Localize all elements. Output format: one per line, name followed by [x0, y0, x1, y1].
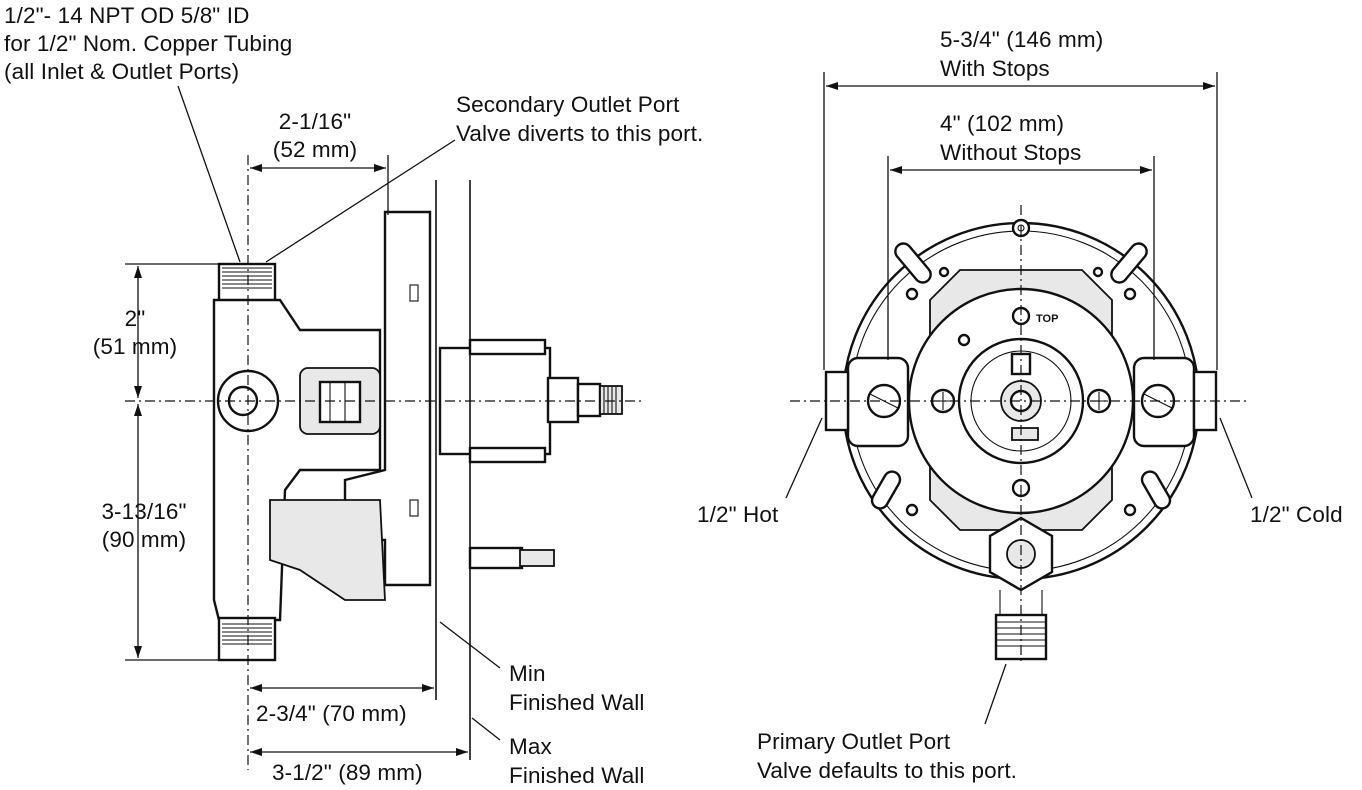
side-dimensions [125, 85, 501, 756]
lower-thread-lines [222, 623, 272, 645]
stop-nut [318, 380, 362, 424]
side-view [125, 155, 645, 770]
upper-thread-lines [222, 267, 272, 289]
without-stops-line1: 4" (102 mm) [940, 111, 1065, 136]
width-top-mm: (52 mm) [272, 137, 358, 162]
hot-stop [824, 356, 910, 448]
min-wall-line1: Min [509, 661, 546, 686]
secondary-outlet-line1: Secondary Outlet Port [456, 92, 680, 117]
spline-stem [599, 385, 623, 415]
test-stem [468, 546, 524, 570]
cold-label: 1/2" Cold [1250, 502, 1343, 527]
cartridge-cap-top [468, 338, 547, 356]
primary-outlet-line1: Primary Outlet Port [757, 729, 951, 754]
thread-spec-line1: 1/2"- 14 NPT OD 5/8" ID [4, 3, 250, 28]
with-stops-line2: With Stops [940, 56, 1050, 81]
primary-outlet-line2: Valve defaults to this port. [757, 758, 1018, 783]
plate-slots [870, 242, 1172, 510]
thread-spec-line3: (all Inlet & Outlet Ports) [4, 59, 240, 84]
cartridge-cap-bottom [468, 446, 547, 464]
mounting-bracket [343, 210, 432, 587]
max-wall-line1: Max [509, 734, 552, 759]
width-top-inches: 2-1/16" [278, 109, 352, 134]
front-view [790, 205, 1250, 665]
secondary-outlet-line2: Valve diverts to this port. [456, 121, 704, 146]
min-wall-line2: Finished Wall [509, 690, 645, 715]
max-wall-line2: Finished Wall [509, 763, 645, 788]
front-dimensions [785, 72, 1253, 725]
height-lower-mm: (90 mm) [101, 527, 187, 552]
height-lower-inches: 3-13/16" [101, 499, 187, 524]
depth-max-label: 3-1/2" (89 mm) [272, 760, 423, 785]
stem-base [546, 376, 580, 424]
stem-collar [576, 382, 602, 418]
with-stops-line1: 5-3/4" (146 mm) [940, 27, 1104, 52]
test-stem-thread [519, 549, 555, 567]
lower-housing [269, 499, 386, 601]
limit-stop [1011, 427, 1039, 441]
top-mark: TOP [1036, 313, 1058, 325]
height-upper-inches: 2" [124, 306, 146, 331]
cold-stop [1132, 356, 1218, 448]
without-stops-line2: Without Stops [940, 140, 1082, 165]
hot-label: 1/2" Hot [697, 502, 779, 527]
lower-port-thread [217, 616, 277, 662]
depth-min-label: 2-3/4" (70 mm) [256, 701, 407, 726]
height-upper-mm: (51 mm) [92, 334, 178, 359]
thread-spec-line2: for 1/2" Nom. Copper Tubing [4, 31, 293, 56]
